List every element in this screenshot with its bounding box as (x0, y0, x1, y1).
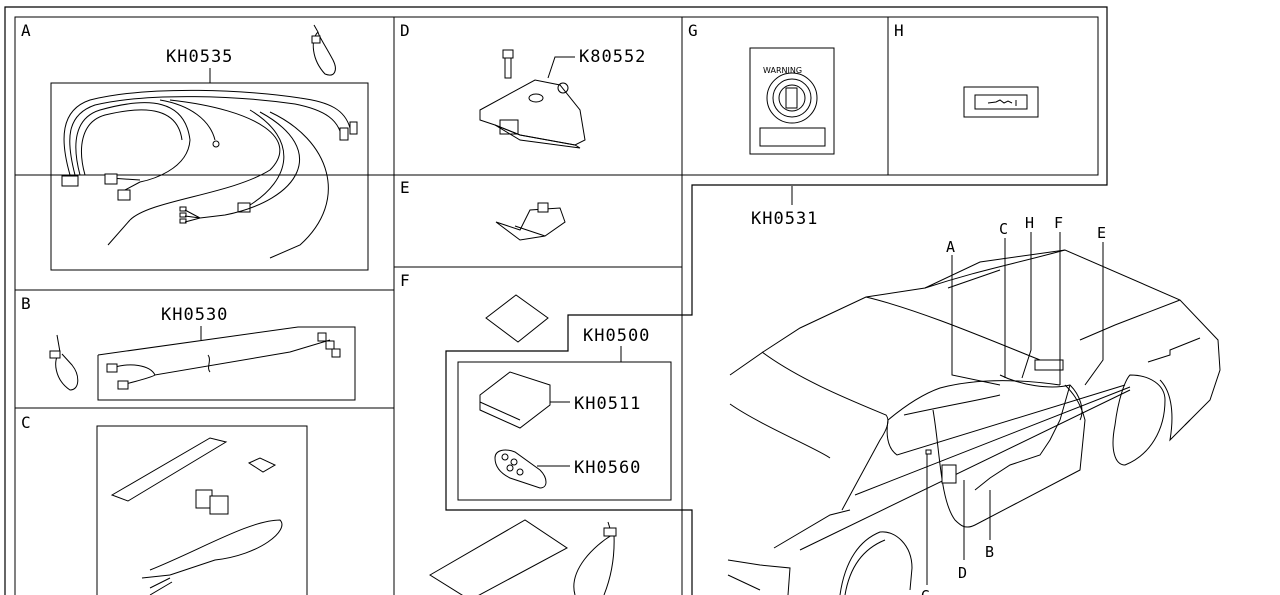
panel-label-h: H (894, 21, 904, 40)
sensor-module-icon (479, 79, 586, 149)
cable-tie-b-icon (49, 334, 79, 391)
panel-a: A KH0535 (21, 21, 369, 271)
callout-a: A (946, 238, 955, 256)
module-group-box (457, 361, 672, 501)
warning-text: WARNING (763, 66, 802, 75)
part-number-kh0535: KH0535 (166, 47, 233, 67)
panel-label-d: D (400, 21, 410, 40)
part-number-kh0531: KH0531 (751, 209, 818, 229)
callout-b: B (985, 543, 994, 561)
cable-tie-f-icon (573, 521, 617, 595)
sensor-bracket-icon (495, 202, 566, 241)
control-module-icon (479, 371, 551, 429)
part-number-kh0560: KH0560 (574, 458, 641, 478)
panel-label-f: F (400, 271, 410, 290)
panel-h: H (894, 21, 1039, 118)
cable-tie-icon (311, 24, 336, 76)
outer-frame (4, 6, 1108, 595)
panel-label-b: B (21, 294, 31, 313)
callout-c: C (999, 220, 1008, 238)
connector-c-icon (195, 489, 229, 515)
vehicle-callouts: A C H F E B D G (921, 214, 1106, 595)
harness-box-a (50, 82, 369, 271)
panel-f: F KH0500 KH0511 KH0560 (400, 271, 672, 595)
panel-label-c: C (21, 413, 31, 432)
vehicle-illustration (727, 249, 1221, 595)
signature-label-icon (963, 86, 1039, 118)
callout-g: G (921, 587, 930, 595)
panel-g: G WARNING (688, 21, 835, 155)
part-number-kh0511: KH0511 (574, 394, 641, 414)
callout-f: F (1054, 214, 1063, 232)
part-number-k80552: K80552 (579, 47, 646, 67)
fuse-icon (247, 457, 277, 473)
foam-sheet-icon (429, 519, 568, 595)
panel-label-g: G (688, 21, 698, 40)
panel-label-e: E (400, 178, 410, 197)
adhesive-strip-icon (110, 437, 228, 502)
callout-h: H (1025, 214, 1034, 232)
part-number-kh0530: KH0530 (161, 305, 228, 325)
panel-borders (14, 16, 1099, 595)
wire-harness-icon (61, 89, 358, 259)
wire-c-icon (141, 519, 283, 595)
foam-pad-icon (485, 294, 549, 343)
wire-harness-b-icon (106, 332, 341, 390)
callout-e: E (1097, 224, 1106, 242)
callout-d: D (958, 564, 967, 582)
panel-e: E (400, 178, 566, 241)
panel-d: D K80552 (400, 21, 646, 149)
panel-b: B KH0530 (21, 294, 356, 401)
key-fob-icon (494, 449, 547, 489)
warning-sticker-icon: WARNING (749, 47, 835, 155)
part-number-kh0500: KH0500 (583, 326, 650, 346)
bolt-icon (502, 49, 514, 79)
panel-label-a: A (21, 21, 31, 40)
panel-c: C (21, 413, 308, 595)
